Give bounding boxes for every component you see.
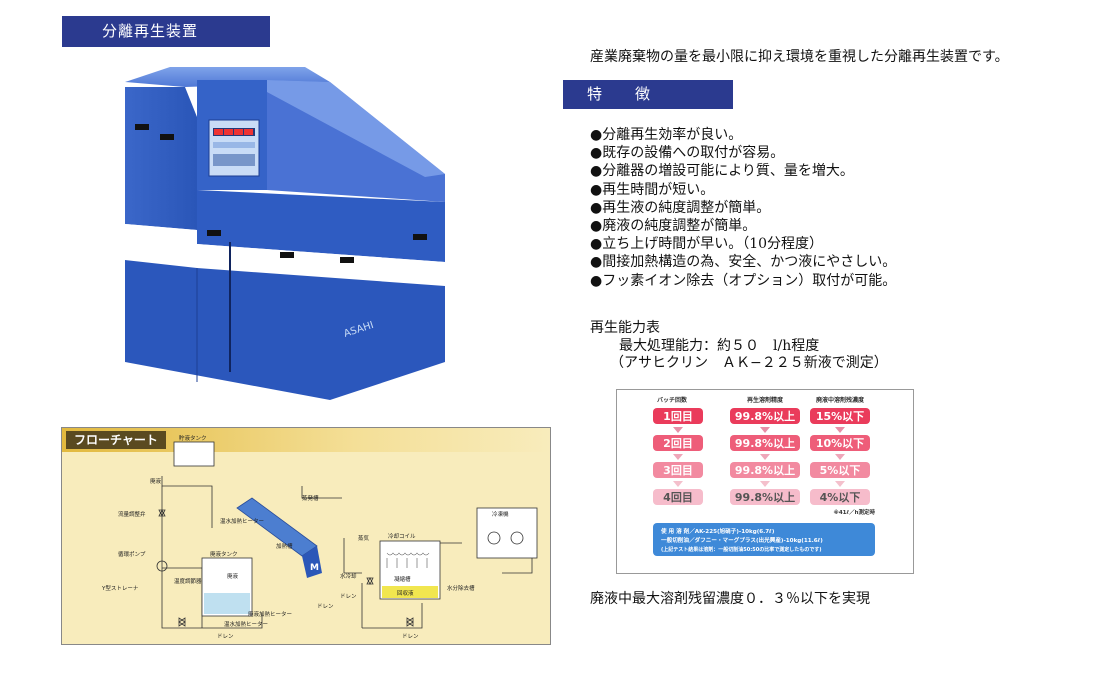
table-cell: 4%以下 [820, 491, 861, 504]
flowchart-label: ドレン [402, 634, 419, 640]
feature-item: ●再生液の純度調整が簡単。 [590, 199, 771, 216]
table-note: 一般切削油／ダフニー・マーグプラス(出光興産)-10kg(11.6ℓ) [661, 536, 823, 544]
feature-item: ●既存の設備への取付が容易。 [590, 145, 785, 162]
feature-item: ●分離再生効率が良い。 [590, 127, 743, 143]
capacity-line-1: 最大処理能力：約５０ l/h程度 [619, 337, 820, 354]
flowchart-label: 水冷却 [340, 572, 357, 580]
table-header: 再生溶剤精度 [747, 396, 784, 404]
intro-text: 産業廃棄物の量を最小限に抑え環境を重視した分離再生装置です。 [590, 49, 1009, 65]
result-text: 廃液中最大溶剤残留濃度０．３％以下を実現 [590, 591, 870, 607]
flowchart-label: 循環ポンプ [118, 550, 146, 558]
table-note: (上記テスト結果は溶剤：一般切削油50:50の比率で測定したものです) [661, 546, 822, 553]
capacity-block: 再生能力表 最大処理能力：約５０ l/h程度 （アサヒクリン ＡＫ−２２５新液で… [590, 320, 888, 373]
feature-item: ●間接加熱構造の為、安全、かつ液にやさしい。 [590, 254, 897, 271]
feature-item: ●廃液の純度調整が簡単。 [590, 218, 757, 235]
table-cell: 99.8%以上 [735, 409, 795, 423]
flowchart-label: 蒸発槽 [302, 494, 319, 502]
feature-item: ●分離器の増設可能により質、量を増大。 [590, 163, 854, 180]
table-cell: 1回目 [663, 409, 693, 423]
table-note: 使 用 溶 剤／AK-225(旭硝子)-10kg(6.7ℓ) [660, 527, 775, 535]
flowchart-label: 冷却コイル [388, 532, 416, 540]
features-title: 特 徴 [563, 80, 733, 109]
table-cell: 2回目 [663, 436, 693, 450]
flowchart-title: フローチャート [66, 431, 166, 449]
flowchart-label: ドレン [217, 634, 234, 640]
flowchart-label: Y型ストレーナ [101, 584, 139, 592]
table-cell: 5%以下 [820, 464, 861, 477]
capacity-title: 再生能力表 [590, 320, 660, 336]
flowchart-label: 廃液タンク [210, 550, 238, 558]
page-title: 分離再生装置 [62, 16, 270, 47]
flowchart-image: フローチャート [61, 427, 551, 645]
flowchart-label: 温度調節器 [174, 577, 202, 585]
table-cell: 10%以下 [816, 437, 864, 450]
machine-image: ASAHI [115, 62, 460, 400]
table-cell: 99.8%以上 [735, 436, 795, 450]
results-table-image: バッチ回数 再生溶剤精度 廃液中溶剤残濃度 1回目 99.8%以上 15%以下 … [616, 389, 914, 574]
feature-item: ●再生時間が短い。 [590, 181, 715, 198]
flowchart-label: ドレン [317, 604, 334, 610]
feature-item: ●フッ素イオン除去（オプション）取付が可能。 [590, 272, 897, 289]
flowchart-label: 冷凍機 [492, 510, 509, 518]
table-header: バッチ回数 [657, 396, 688, 404]
flowchart-label: 温水加熱ヒーター [224, 620, 268, 628]
flowchart-label: 蒸気 [358, 534, 370, 542]
flowchart-label: 水分除去槽 [447, 584, 475, 592]
flowchart-label: ドレン [340, 594, 357, 600]
feature-item: ●立ち上げ時間が早い。（10分程度） [590, 236, 824, 253]
flowchart-label: 温水加熱ヒーター [220, 517, 264, 525]
flowchart-label: 凝縮槽 [394, 575, 411, 583]
table-cell: 4回目 [663, 490, 693, 504]
flowchart-label: 流量調整弁 [118, 510, 146, 518]
flowchart-label: 貯液タンク [179, 434, 207, 442]
svg-text:M: M [310, 563, 319, 573]
flowchart-label: 廃液 [150, 477, 162, 485]
flowchart-label: 廃液 [227, 572, 239, 580]
flowchart-label: 加熱槽 [276, 542, 293, 550]
table-cell: 99.8%以上 [735, 490, 795, 504]
table-footnote: ※41ℓ／h測定時 [833, 508, 875, 516]
table-header: 廃液中溶剤残濃度 [816, 396, 865, 404]
capacity-line-2: （アサヒクリン ＡＫ−２２５新液で測定） [610, 355, 888, 371]
flowchart-label: 回収液 [397, 589, 414, 597]
table-cell: 99.8%以上 [735, 463, 795, 477]
flowchart-label: 廃液加熱ヒーター [248, 610, 292, 618]
table-cell: 3回目 [663, 463, 693, 477]
features-list: ●分離再生効率が良い。 ●既存の設備への取付が容易。 ●分離器の増設可能により質… [590, 126, 896, 290]
table-cell: 15%以下 [816, 410, 864, 423]
